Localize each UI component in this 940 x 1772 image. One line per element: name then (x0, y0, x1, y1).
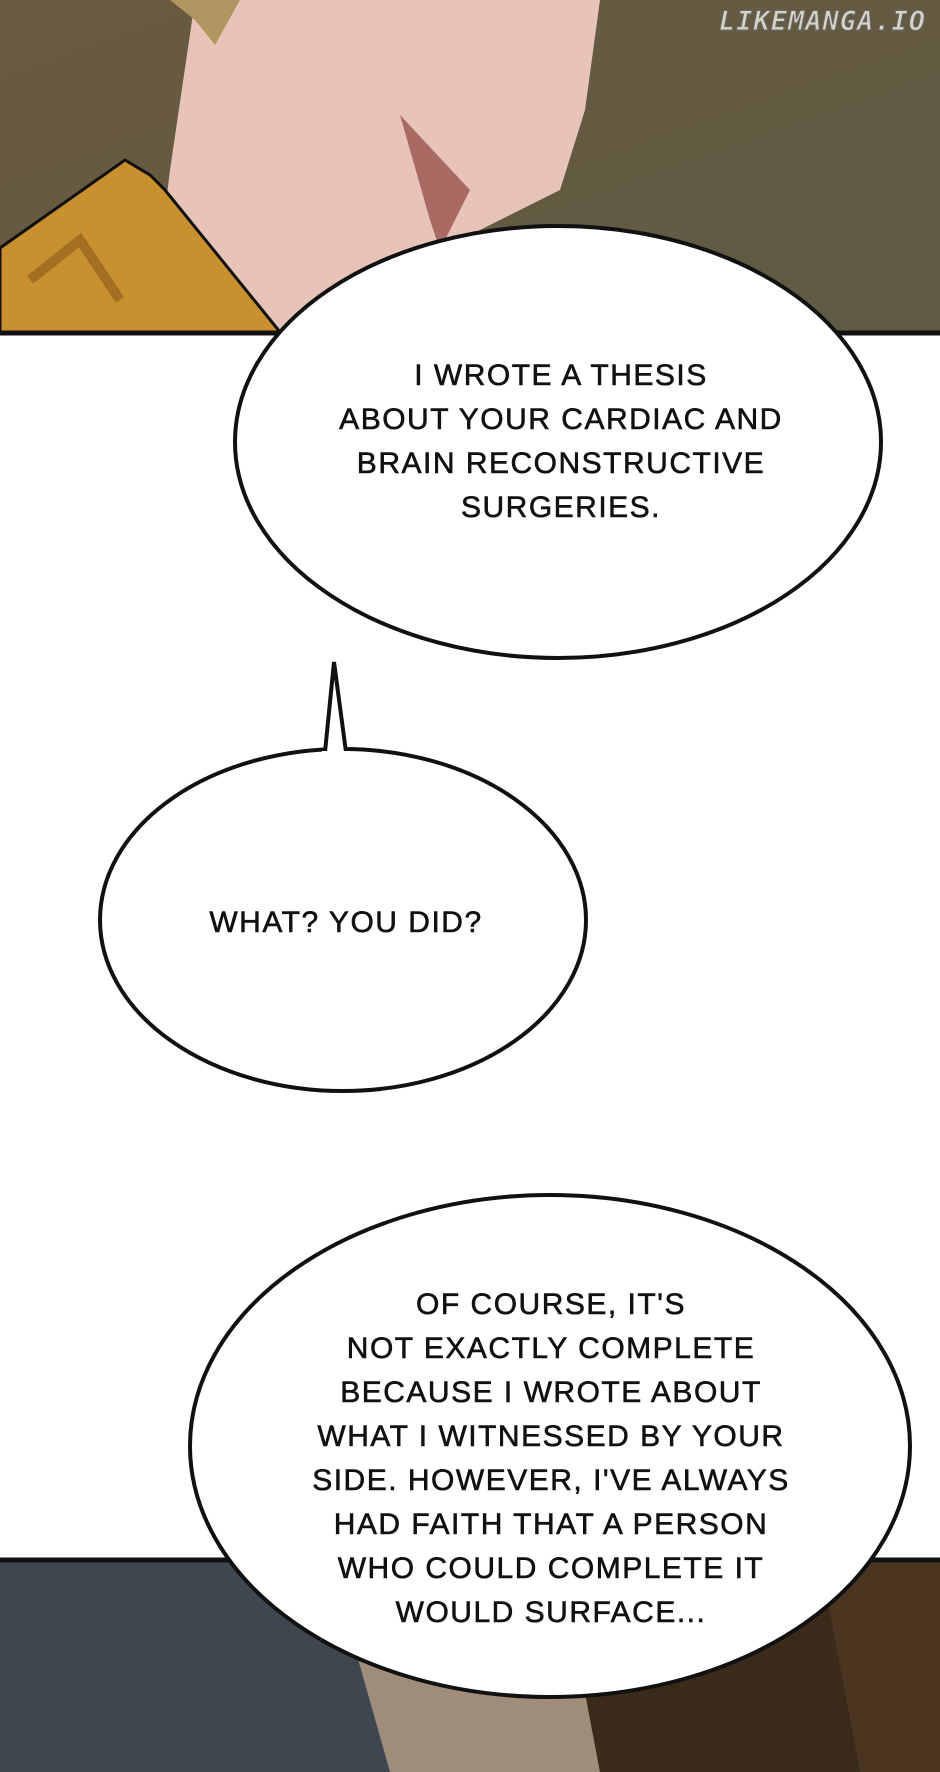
speech-bubble-3 (188, 1193, 912, 1699)
text-line: WHAT? YOU DID? (209, 906, 483, 940)
watermark: LIKEMANGA.IO (718, 6, 926, 38)
text-line: WHAT I WITNESSED BY YOUR (317, 1420, 785, 1454)
text-line: I WROTE A THESIS (414, 359, 708, 393)
neck (150, 0, 600, 332)
text-line: SURGERIES. (460, 491, 662, 525)
bubble-2-text: WHAT? YOU DID? (209, 901, 482, 945)
text-line: HAD FAITH THAT A PERSON (333, 1508, 769, 1542)
speech-bubble-1 (233, 224, 883, 660)
hair (170, 0, 240, 45)
text-line: WHO COULD COMPLETE IT (337, 1552, 765, 1586)
jaw-shadow (400, 115, 470, 250)
text-line: BECAUSE I WROTE ABOUT (340, 1376, 762, 1410)
text-line: BRAIN RECONSTRUCTIVE (356, 447, 766, 481)
text-line: ABOUT YOUR CARDIAC AND (339, 403, 783, 437)
text-line: WOULD SURFACE... (395, 1596, 707, 1630)
bubble-3-text: OF COURSE, IT'S NOT EXACTLY COMPLETE BEC… (312, 1283, 790, 1635)
shirt (0, 158, 284, 334)
text-line: OF COURSE, IT'S (416, 1288, 686, 1322)
bubble-1-text: I WROTE A THESIS ABOUT YOUR CARDIAC AND … (339, 354, 783, 530)
speech-bubble-tail (323, 661, 348, 753)
text-line: NOT EXACTLY COMPLETE (346, 1332, 756, 1366)
text-line: SIDE. HOWEVER, I'VE ALWAYS (312, 1464, 790, 1498)
